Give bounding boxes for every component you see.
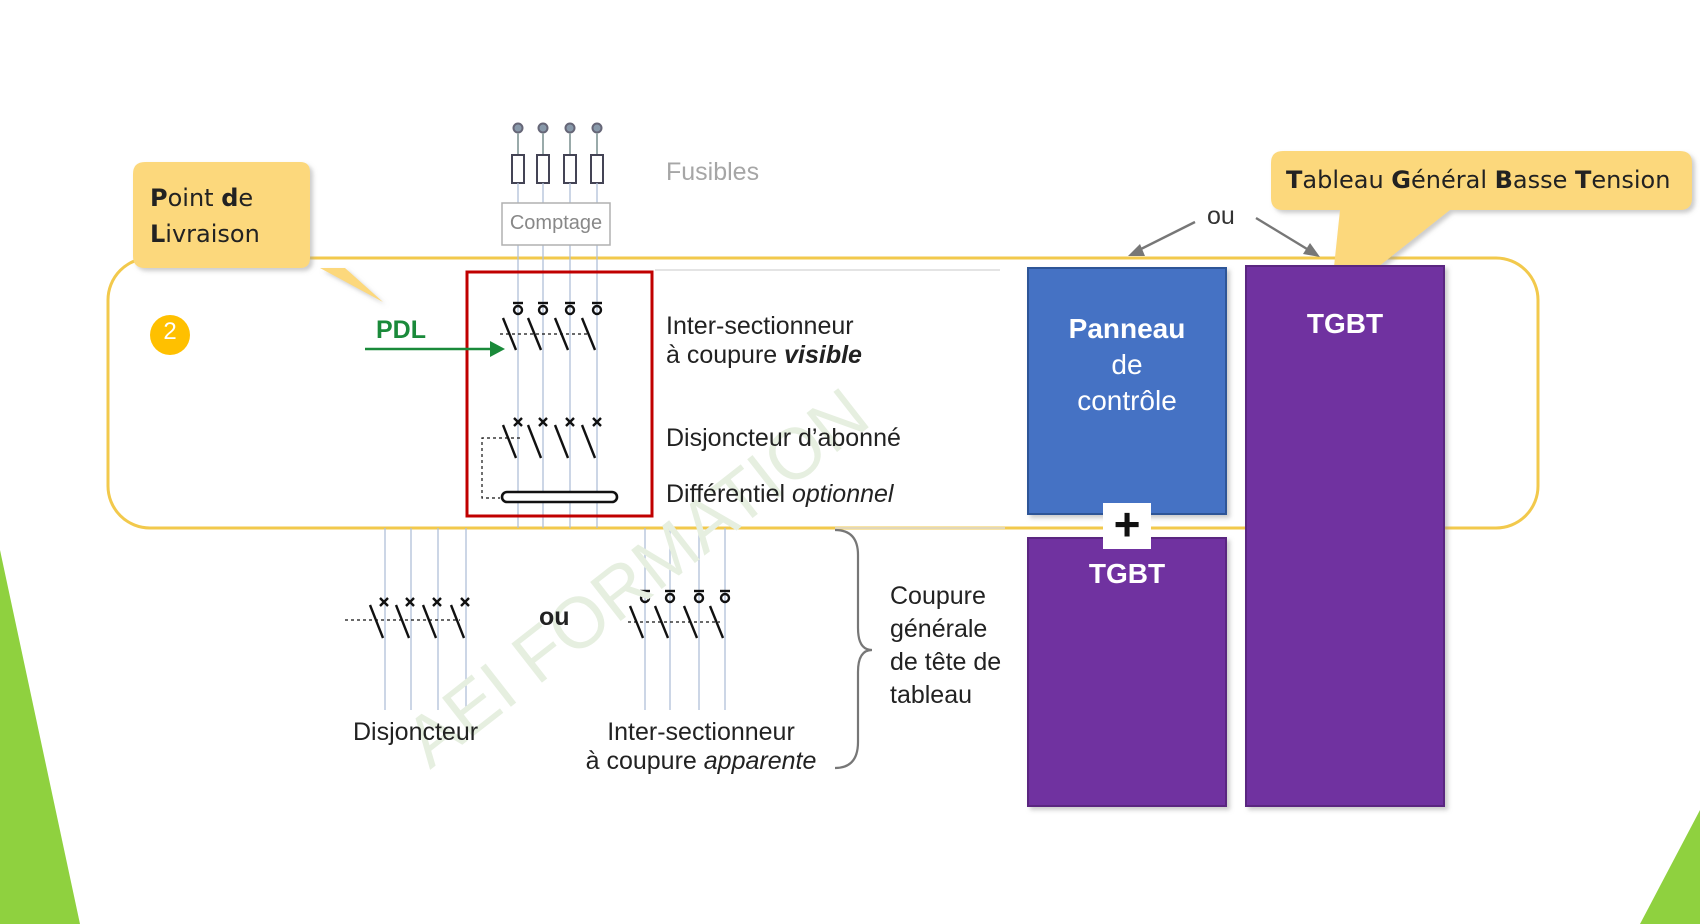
inter-sectionneur-label: Inter-sectionneur à coupure visible: [666, 312, 862, 369]
right-green-triangle: [1640, 810, 1700, 924]
pdl-label: PDL: [376, 316, 426, 344]
plus-square: [1103, 503, 1151, 549]
disjoncteur-abonne-label: Disjoncteur d’abonné: [666, 424, 901, 452]
inter-sectionneur-apparente-label: Inter-sectionneur à coupure apparente: [585, 718, 817, 775]
differentiel-label: Différentiel optionnel: [666, 480, 894, 508]
delivery-zone-band: [106, 256, 1540, 530]
panneau-controle-box: [1027, 267, 1227, 515]
callout-point-livraison-text: Point de Livraison: [150, 184, 260, 248]
disjoncteur-abonne-symbol: [481, 417, 602, 499]
pdl-arrow: [365, 341, 505, 357]
ou-top-label: ou: [1207, 202, 1235, 230]
tgbt-small-label: TGBT: [1088, 558, 1166, 589]
ou-arrows: [1128, 216, 1320, 257]
inter-sectionneur-apparente-symbol: [628, 589, 731, 639]
callout-point-livraison: [133, 162, 383, 302]
inter-sectionneur-visible-symbol: [500, 301, 603, 351]
tgbt-small-box: [1027, 537, 1227, 807]
fuses-group: [511, 122, 604, 184]
badge-circle: [150, 315, 190, 355]
step-badge: 2: [163, 318, 177, 345]
fusibles-label: Fusibles: [666, 158, 760, 186]
disjoncteur-symbol: [345, 597, 470, 639]
comptage-label: Comptage: [509, 212, 603, 234]
comptage-box: [501, 202, 611, 246]
plus-sign: +: [1113, 498, 1141, 550]
switchgear-frame: [465, 270, 654, 518]
callout-tgbt-text: Tableau Général Basse Tension: [1286, 166, 1671, 194]
tgbt-tall-box: [1245, 265, 1445, 807]
ou-mid-label: ou: [539, 603, 570, 631]
disjoncteur-label: Disjoncteur: [353, 718, 479, 746]
panneau-controle-label: Panneau de contrôle: [1068, 313, 1186, 416]
tgbt-tall-label: TGBT: [1306, 308, 1384, 339]
curly-brace: [834, 528, 873, 770]
left-green-triangle: [0, 550, 80, 924]
differentiel-symbol: [500, 490, 619, 504]
coupure-generale-label: Coupure générale de tête de tableau: [890, 582, 1002, 709]
